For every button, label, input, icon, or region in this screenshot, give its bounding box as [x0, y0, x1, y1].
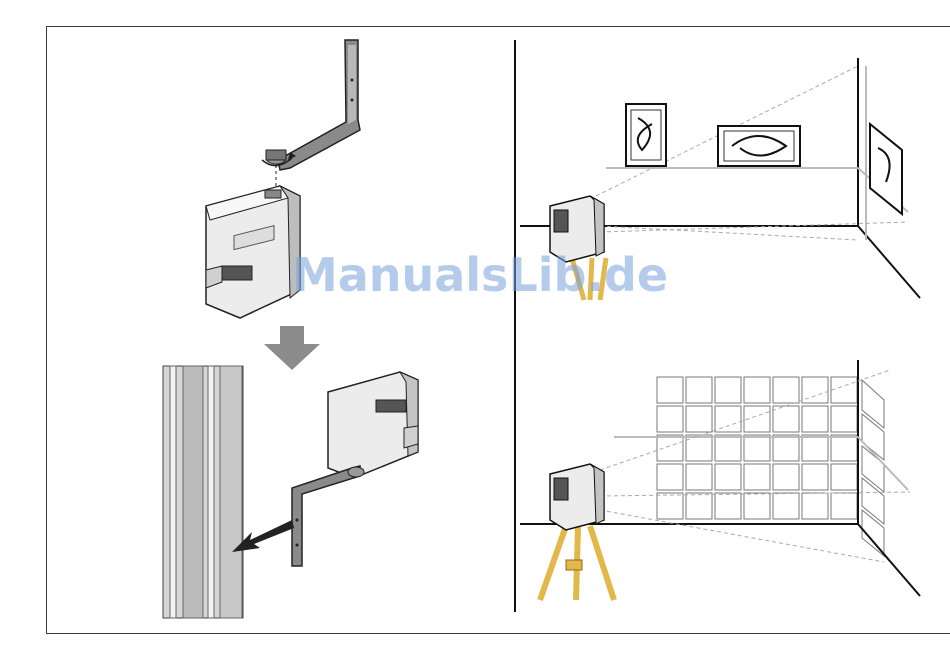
watermark-text: ManualsLib.de	[280, 248, 680, 302]
tile-grid	[657, 377, 884, 556]
